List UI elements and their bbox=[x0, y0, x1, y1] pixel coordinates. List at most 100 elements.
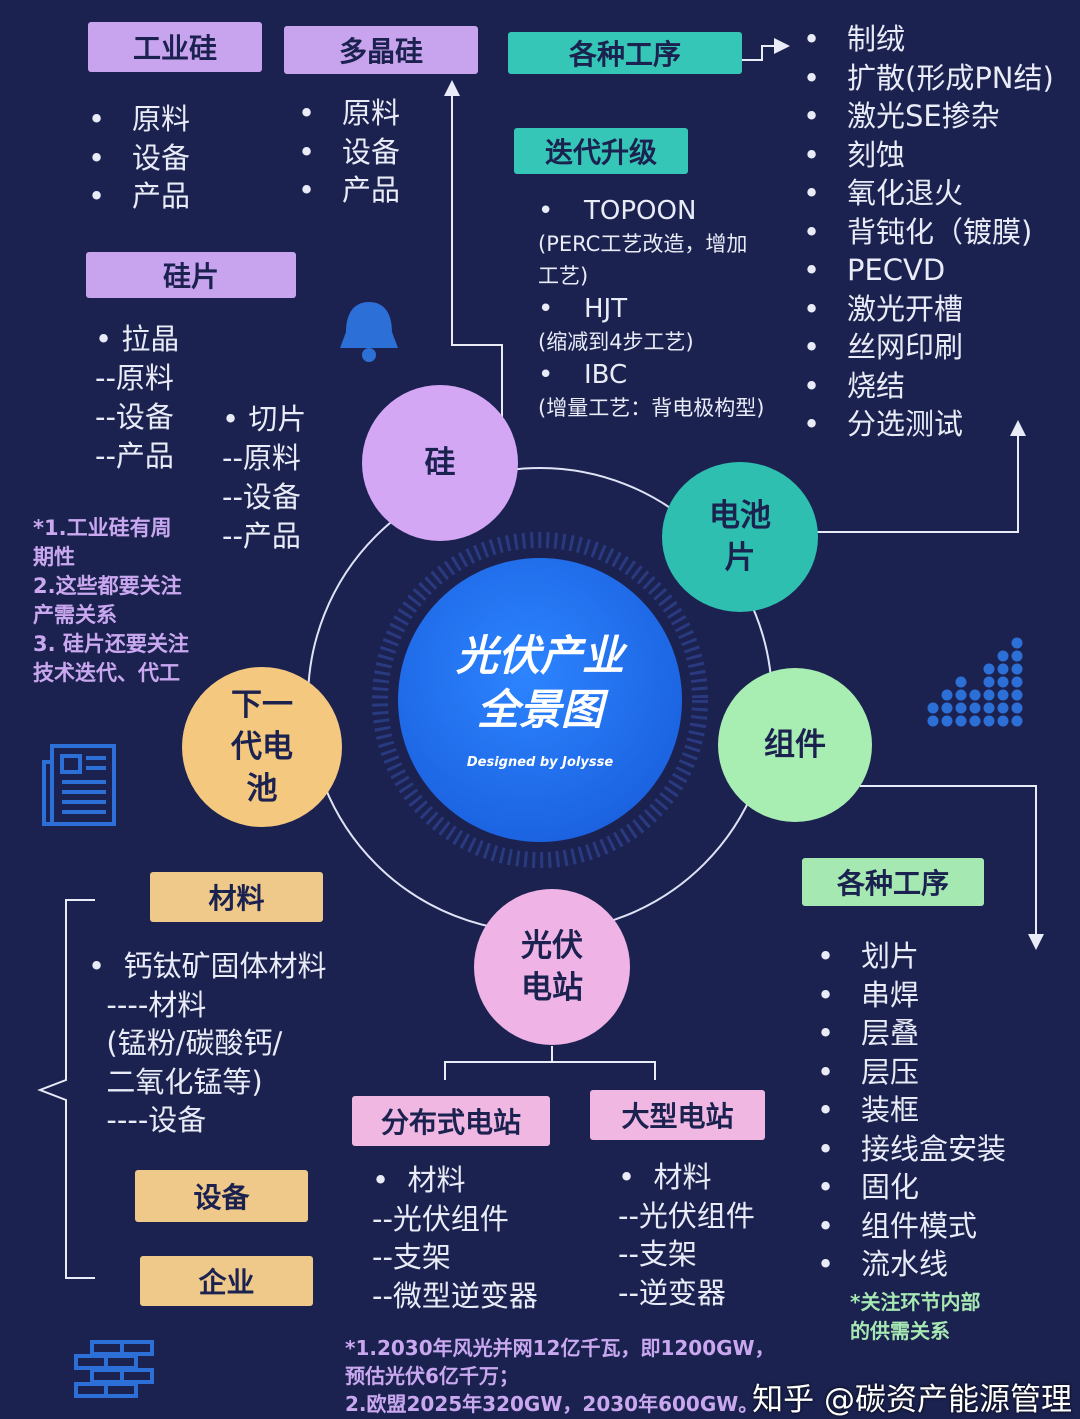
icon-dot bbox=[955, 689, 967, 701]
list-item: 背钝化（镀膜) bbox=[803, 213, 1054, 252]
list-item: 固化 bbox=[817, 1168, 1006, 1207]
list-item: 产品 bbox=[88, 177, 190, 216]
large-station-label: 大型电站 bbox=[590, 1090, 765, 1140]
module-process-label: 各种工序 bbox=[802, 858, 984, 906]
icon-dot bbox=[983, 676, 995, 688]
icon-dot bbox=[1011, 650, 1023, 662]
iteration-item-desc: 工艺) bbox=[538, 264, 589, 288]
list-item: *1.2030年风光并网12亿千瓦，即1200GW， bbox=[345, 1336, 775, 1360]
list-item: • 切片 bbox=[222, 402, 307, 436]
list-item: 接线盒安装 bbox=[817, 1130, 1006, 1169]
bar-dots-icon bbox=[927, 637, 1023, 727]
arrow-silicon-to-poly bbox=[444, 80, 503, 425]
list-item: (锰粉/碳酸钙/ bbox=[88, 1026, 283, 1060]
iteration-item-name-text: IBC bbox=[584, 360, 628, 390]
list-item: 产需关系 bbox=[33, 603, 117, 627]
list-item: 设备 bbox=[88, 139, 190, 178]
polysilicon-list: 原料设备产品 bbox=[298, 94, 400, 210]
iteration-item-desc: (PERC工艺改造，增加 bbox=[538, 232, 748, 256]
list-item: 划片 bbox=[817, 937, 1006, 976]
brick-wall-icon bbox=[74, 1340, 154, 1398]
icon-dot bbox=[1011, 676, 1023, 688]
center-credit: Designed by Jolysse bbox=[466, 755, 614, 770]
center-hub: 光伏产业 全景图 Designed by Jolysse bbox=[398, 558, 682, 842]
list-item: 激光SE掺杂 bbox=[803, 97, 1054, 136]
node-module[interactable]: 组件 bbox=[718, 668, 872, 822]
iteration-item-name-text: HJT bbox=[584, 294, 628, 324]
list-item: 原料 bbox=[298, 94, 400, 133]
material-label: 材料 bbox=[150, 872, 323, 922]
icon-dot bbox=[927, 702, 939, 714]
iteration-item-name-text: TOPOON bbox=[584, 196, 697, 226]
list-item: 原料 bbox=[88, 100, 190, 139]
node-station[interactable]: 光伏电站 bbox=[474, 889, 630, 1045]
module-process-list: 划片串焊层叠层压装框接线盒安装固化组件模式流水线 bbox=[817, 937, 1006, 1284]
list-item: PECVD bbox=[803, 251, 1054, 290]
cell-process-label: 各种工序 bbox=[508, 32, 742, 74]
icon-dot bbox=[997, 715, 1009, 727]
large-station-list: • 材料--光伏组件--支架--逆变器 bbox=[618, 1158, 755, 1312]
list-item: 氧化退火 bbox=[803, 174, 1054, 213]
cell-process-list: 制绒扩散(形成PN结)激光SE掺杂刻蚀氧化退火背钝化（镀膜)PECVD激光开槽丝… bbox=[803, 20, 1054, 444]
list-item: --光伏组件 bbox=[618, 1198, 755, 1233]
watermark: 知乎 @碳资产能源管理 bbox=[752, 1382, 1072, 1418]
industrial-silicon-label: 工业硅 bbox=[88, 22, 262, 72]
icon-dot bbox=[1011, 637, 1023, 649]
icon-dot bbox=[1011, 715, 1023, 727]
wafer-label: 硅片 bbox=[86, 252, 296, 298]
iteration-item-name: •TOPOON bbox=[538, 196, 697, 226]
list-item: 烧结 bbox=[803, 367, 1054, 406]
icon-dot bbox=[955, 715, 967, 727]
module-note: *关注环节内部的供需关系 bbox=[850, 1288, 980, 1346]
list-item: • 拉晶 bbox=[95, 322, 180, 356]
icon-dot bbox=[997, 689, 1009, 701]
list-item: 层叠 bbox=[817, 1014, 1006, 1053]
list-item: --逆变器 bbox=[618, 1275, 726, 1310]
list-item: 组件模式 bbox=[817, 1207, 1006, 1246]
list-item: --产品 bbox=[222, 519, 301, 553]
list-item: 层压 bbox=[817, 1053, 1006, 1092]
icon-dot bbox=[1011, 663, 1023, 675]
list-item: 二氧化锰等) bbox=[88, 1064, 263, 1099]
icon-dot bbox=[969, 702, 981, 714]
list-item: 的供需关系 bbox=[850, 1319, 950, 1343]
bracket bbox=[37, 899, 95, 1279]
iteration-list: •TOPOON(PERC工艺改造，增加工艺)•HJT(缩减到4步工艺)•IBC(… bbox=[538, 194, 764, 424]
center-ring bbox=[372, 532, 708, 868]
newspaper-icon bbox=[42, 744, 116, 826]
enterprise-label: 企业 bbox=[140, 1256, 313, 1306]
icon-dot bbox=[927, 715, 939, 727]
arrow-process-to-list bbox=[742, 38, 790, 61]
industrial-silicon-list: 原料设备产品 bbox=[88, 100, 190, 216]
icon-dot bbox=[941, 689, 953, 701]
list-item: --光伏组件 bbox=[372, 1201, 509, 1236]
node-cell[interactable]: 电池片 bbox=[662, 462, 818, 612]
node-next-gen[interactable]: 下一代电池 bbox=[182, 667, 342, 827]
station-connector bbox=[444, 1046, 656, 1080]
list-item: 流水线 bbox=[817, 1245, 1006, 1284]
polysilicon-label: 多晶硅 bbox=[284, 26, 478, 74]
list-item: --原料 bbox=[95, 361, 174, 395]
iteration-item-desc: (缩减到4步工艺) bbox=[538, 330, 694, 354]
icon-dot bbox=[955, 676, 967, 688]
icon-dot bbox=[941, 702, 953, 714]
list-item: 设备 bbox=[298, 133, 400, 172]
list-item: ----设备 bbox=[88, 1103, 207, 1137]
icon-dot bbox=[1011, 689, 1023, 701]
icon-dot bbox=[997, 663, 1009, 675]
icon-dot bbox=[955, 702, 967, 714]
icon-dot bbox=[969, 689, 981, 701]
list-item: --微型逆变器 bbox=[372, 1278, 538, 1313]
list-item: --产品 bbox=[95, 439, 174, 473]
list-item: 3. 硅片还要关注 bbox=[33, 632, 189, 656]
list-item: 丝网印刷 bbox=[803, 328, 1054, 367]
list-item: 技术迭代、代工 bbox=[33, 661, 180, 685]
arrow-cell-to-list bbox=[815, 420, 1026, 533]
center-title-1: 光伏产业 bbox=[455, 631, 624, 680]
arrow-module-to-process bbox=[860, 785, 1044, 950]
icon-dot bbox=[983, 663, 995, 675]
list-item: • 材料 bbox=[372, 1163, 466, 1197]
icon-dot bbox=[997, 676, 1009, 688]
list-item: *1.工业硅有周 bbox=[33, 516, 172, 540]
node-silicon[interactable]: 硅 bbox=[362, 385, 518, 541]
